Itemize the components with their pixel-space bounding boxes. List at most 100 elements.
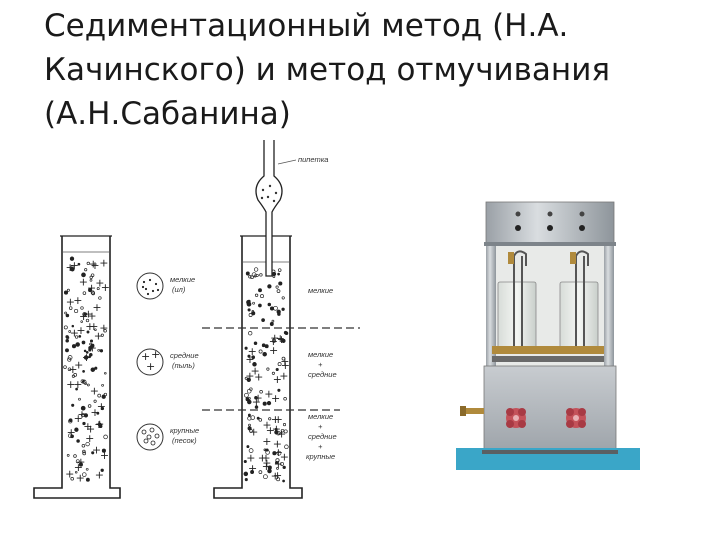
particle-dot — [247, 446, 249, 448]
particle-dot — [263, 475, 267, 479]
legend-coarse-label: крупные — [170, 426, 199, 435]
particle-dot — [254, 268, 258, 272]
particle-plus: + — [279, 370, 288, 383]
legend-medium-sub: (пыль) — [172, 361, 195, 370]
indicator-light-icon — [516, 212, 521, 217]
switch-icon — [547, 225, 553, 231]
particle-plus: + — [82, 351, 91, 364]
particle-dot — [277, 310, 281, 314]
particle-dot — [245, 478, 247, 480]
particle-dot — [95, 367, 97, 369]
right-cylinder: ++++++++++++++++++++++++++++++++++++++ — [214, 236, 302, 498]
particle-dot — [253, 302, 255, 304]
valve-right-icon — [566, 408, 586, 428]
particle-dot — [258, 289, 261, 292]
particle-dot — [83, 380, 85, 382]
zone-bottom-plus-1: + — [318, 422, 323, 431]
legend-medium-label: средние — [170, 351, 199, 360]
elutriation-apparatus-image — [456, 196, 640, 470]
particle-dot — [285, 445, 289, 449]
particle-plus: + — [95, 469, 104, 482]
particle-plus: + — [85, 432, 94, 445]
particle-dot — [270, 307, 273, 310]
particle-dot — [282, 297, 284, 299]
switch-icon — [515, 225, 521, 231]
particle-dot — [66, 339, 69, 342]
particle-dot — [246, 272, 249, 275]
particle-plus: + — [67, 426, 76, 439]
left-cylinder: ++++++++++++++++++++++++++++++++++++++++… — [34, 236, 120, 498]
indicator-light-icon — [580, 212, 585, 217]
particle-plus: + — [99, 256, 108, 269]
particle-dot — [65, 312, 67, 314]
particle-dot — [284, 397, 287, 400]
apparatus-base — [484, 366, 616, 452]
svg-text:+: + — [146, 360, 155, 373]
particle-dot — [272, 272, 276, 276]
particle-dot — [65, 349, 68, 352]
particle-plus: + — [254, 370, 263, 383]
particle-dot — [247, 400, 251, 404]
particle-dot — [77, 440, 80, 443]
particle-dot — [69, 419, 72, 422]
particle-dot — [278, 273, 280, 275]
particle-dot — [255, 294, 258, 297]
beaker-right — [560, 282, 598, 352]
particle-dot — [282, 308, 285, 311]
particle-dot — [67, 289, 69, 291]
particle-dot — [99, 297, 102, 300]
particle-plus: + — [249, 426, 258, 439]
particle-dot — [267, 368, 269, 370]
legend-fine-sub: (ил) — [172, 285, 186, 294]
zone-top-label: мелкие — [308, 286, 333, 295]
zone-middle-plus: + — [318, 360, 323, 369]
switch-icon — [579, 225, 585, 231]
particle-dot — [247, 389, 251, 393]
particle-dot — [259, 350, 262, 353]
particle-dot — [274, 306, 278, 310]
particle-dot — [90, 276, 93, 279]
particle-plus: + — [68, 363, 77, 376]
particle-dot — [283, 480, 285, 482]
particle-plus: + — [87, 282, 96, 295]
zone-bottom-plus-2: + — [318, 442, 323, 451]
particle-dot — [248, 414, 250, 416]
particle-plus: + — [276, 332, 285, 345]
particle-dot — [258, 304, 261, 307]
particle-dot — [66, 336, 69, 339]
particle-plus: + — [101, 281, 110, 294]
particle-dot — [68, 356, 72, 360]
particle-dot — [247, 302, 251, 306]
particle-plus: + — [274, 458, 283, 471]
particle-dot — [64, 326, 67, 329]
left-cylinder-particles: ++++++++++++++++++++++++++++++++++++++++… — [64, 256, 110, 484]
particle-dot — [263, 352, 267, 356]
particle-dot — [268, 303, 271, 306]
particle-dot — [72, 404, 74, 406]
particle-plus: + — [100, 449, 109, 462]
control-panel — [486, 202, 614, 244]
particle-dot — [272, 320, 274, 322]
particle-plus: + — [90, 385, 99, 398]
particle-dot — [279, 282, 282, 285]
particle-dot — [64, 366, 67, 369]
zone-middle-label-2: средние — [308, 370, 337, 379]
beaker-left — [498, 282, 536, 352]
particle-plus: + — [269, 344, 278, 357]
particle-dot — [86, 468, 88, 470]
particle-plus: + — [273, 469, 282, 482]
zone-bottom-label-2: средние — [308, 432, 337, 441]
particle-plus: + — [76, 472, 85, 485]
particle-plus: + — [264, 387, 273, 400]
valve-left-icon — [506, 408, 526, 428]
particle-dot — [104, 372, 106, 374]
particle-plus: + — [245, 353, 254, 366]
particle-dot — [76, 343, 80, 347]
particle-dot — [249, 313, 252, 316]
particle-dot — [277, 290, 280, 293]
particle-dot — [257, 417, 259, 419]
particle-dot — [262, 319, 265, 322]
particle-dot — [74, 309, 77, 312]
particle-plus: + — [95, 417, 104, 430]
legend-fine: мелкие (ил) — [137, 273, 195, 299]
